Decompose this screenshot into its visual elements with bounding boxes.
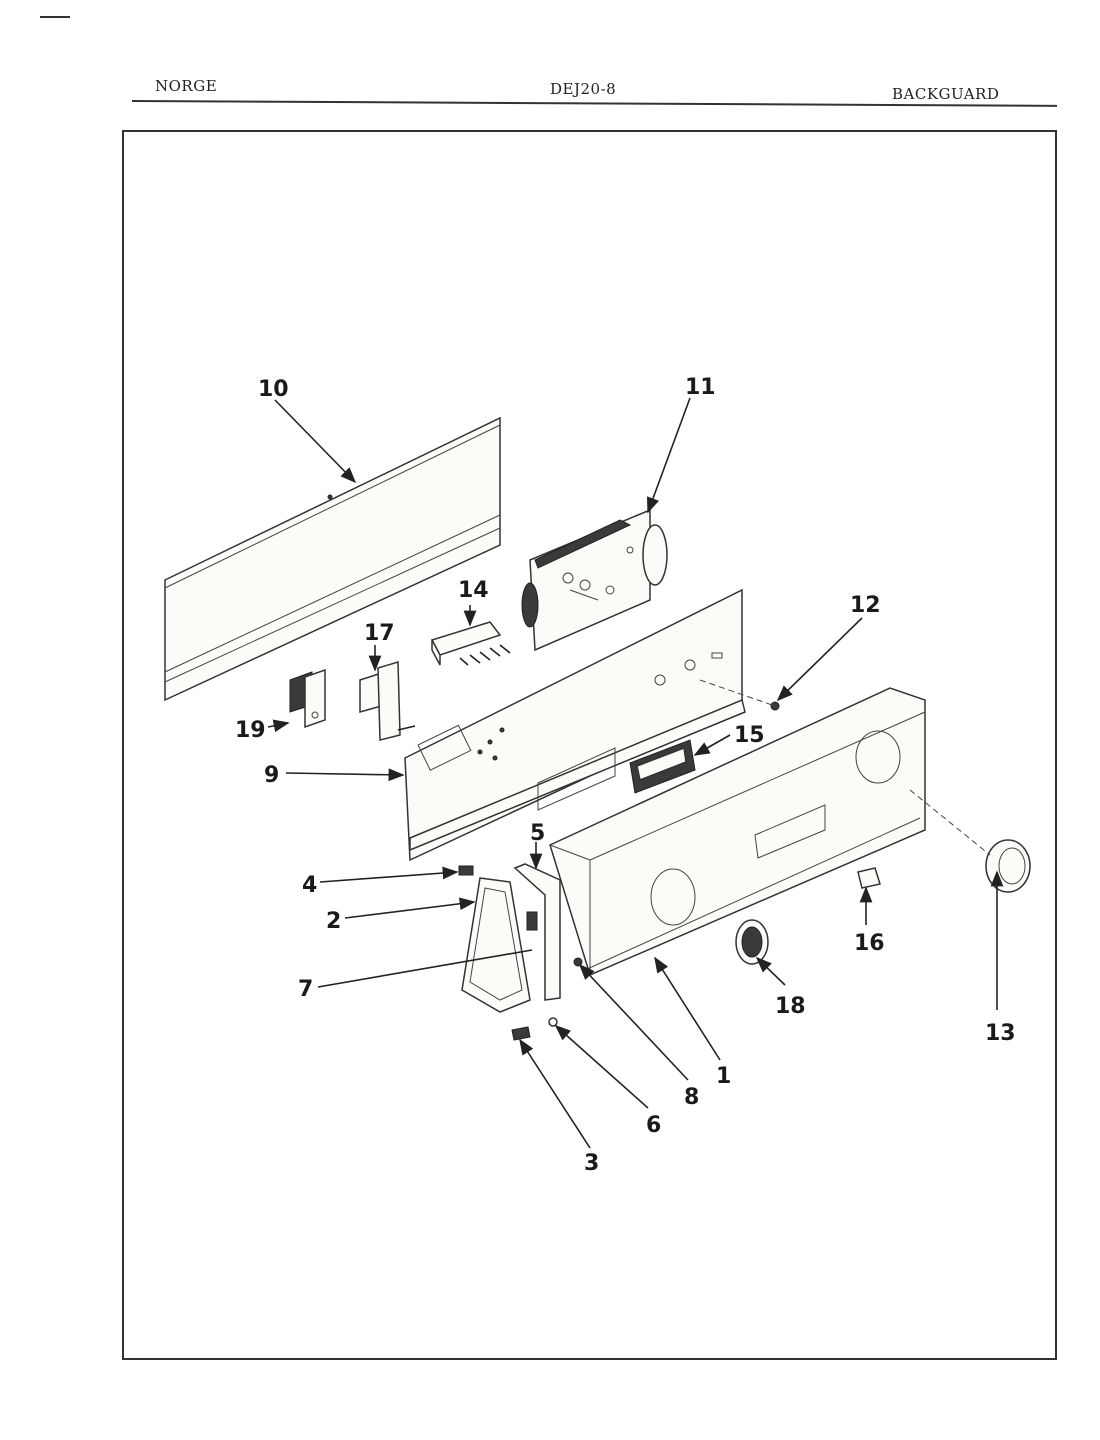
leader-11 bbox=[646, 397, 691, 514]
callout-11: 11 bbox=[685, 375, 716, 400]
callout-19: 19 bbox=[235, 718, 266, 743]
callout-5: 5 bbox=[530, 821, 545, 846]
callout-12: 12 bbox=[850, 593, 881, 618]
callout-7: 7 bbox=[298, 977, 313, 1002]
callout-16: 16 bbox=[854, 931, 885, 956]
part-15-indicator bbox=[629, 739, 696, 794]
callout-8: 8 bbox=[684, 1085, 699, 1110]
header-model: DEJ20-8 bbox=[550, 80, 617, 98]
callout-14: 14 bbox=[458, 578, 489, 603]
leader-7 bbox=[317, 949, 533, 988]
leader-15 bbox=[693, 734, 731, 756]
callout-17: 17 bbox=[364, 621, 395, 646]
callout-3: 3 bbox=[584, 1151, 599, 1176]
header-brand: NORGE bbox=[155, 77, 218, 95]
part-1-backguard-front bbox=[549, 687, 926, 977]
part-19-transformer bbox=[289, 668, 326, 729]
leader-19 bbox=[267, 719, 290, 733]
part-9-control-panel bbox=[404, 588, 746, 862]
leader-3 bbox=[519, 1038, 591, 1149]
callout-13: 13 bbox=[985, 1021, 1016, 1046]
leader-2 bbox=[344, 897, 476, 919]
part-16-knob-insert bbox=[857, 867, 881, 889]
callout-15: 15 bbox=[734, 723, 765, 748]
callout-10: 10 bbox=[258, 377, 289, 402]
leader-10 bbox=[274, 399, 357, 484]
leader-8 bbox=[578, 963, 689, 1081]
callout-18: 18 bbox=[775, 994, 806, 1019]
callout-6: 6 bbox=[646, 1113, 661, 1138]
callout-9: 9 bbox=[264, 763, 279, 788]
part-10-rear-panel bbox=[164, 416, 501, 702]
part-7-bracket bbox=[526, 911, 538, 931]
part-2-end-cap bbox=[461, 877, 531, 1013]
part-4-clip bbox=[458, 865, 474, 876]
part-6-screw bbox=[548, 1017, 558, 1027]
leader-6 bbox=[554, 1024, 649, 1109]
leader-12 bbox=[776, 617, 863, 702]
diagram-frame bbox=[122, 130, 1057, 1360]
alignment-line bbox=[909, 789, 991, 856]
callout-4: 4 bbox=[302, 873, 317, 898]
part-5-trim-strip bbox=[513, 863, 561, 1001]
part-11-timer bbox=[521, 508, 668, 652]
leader-1 bbox=[654, 956, 721, 1061]
part-14-switch-block bbox=[430, 621, 511, 666]
header-section: BACKGUARD bbox=[892, 85, 1000, 103]
leader-18 bbox=[755, 956, 786, 986]
callout-2: 2 bbox=[326, 909, 341, 934]
leader-9 bbox=[285, 768, 405, 782]
corner-dash bbox=[40, 16, 70, 18]
leader-4 bbox=[319, 866, 459, 883]
part-12-screw bbox=[770, 701, 780, 711]
part-18-knob bbox=[735, 919, 769, 965]
callout-1: 1 bbox=[716, 1064, 731, 1089]
part-17-switch bbox=[359, 661, 416, 741]
alignment-line bbox=[699, 679, 776, 707]
part-13-knob bbox=[985, 839, 1031, 893]
part-3-clip bbox=[511, 1026, 531, 1041]
